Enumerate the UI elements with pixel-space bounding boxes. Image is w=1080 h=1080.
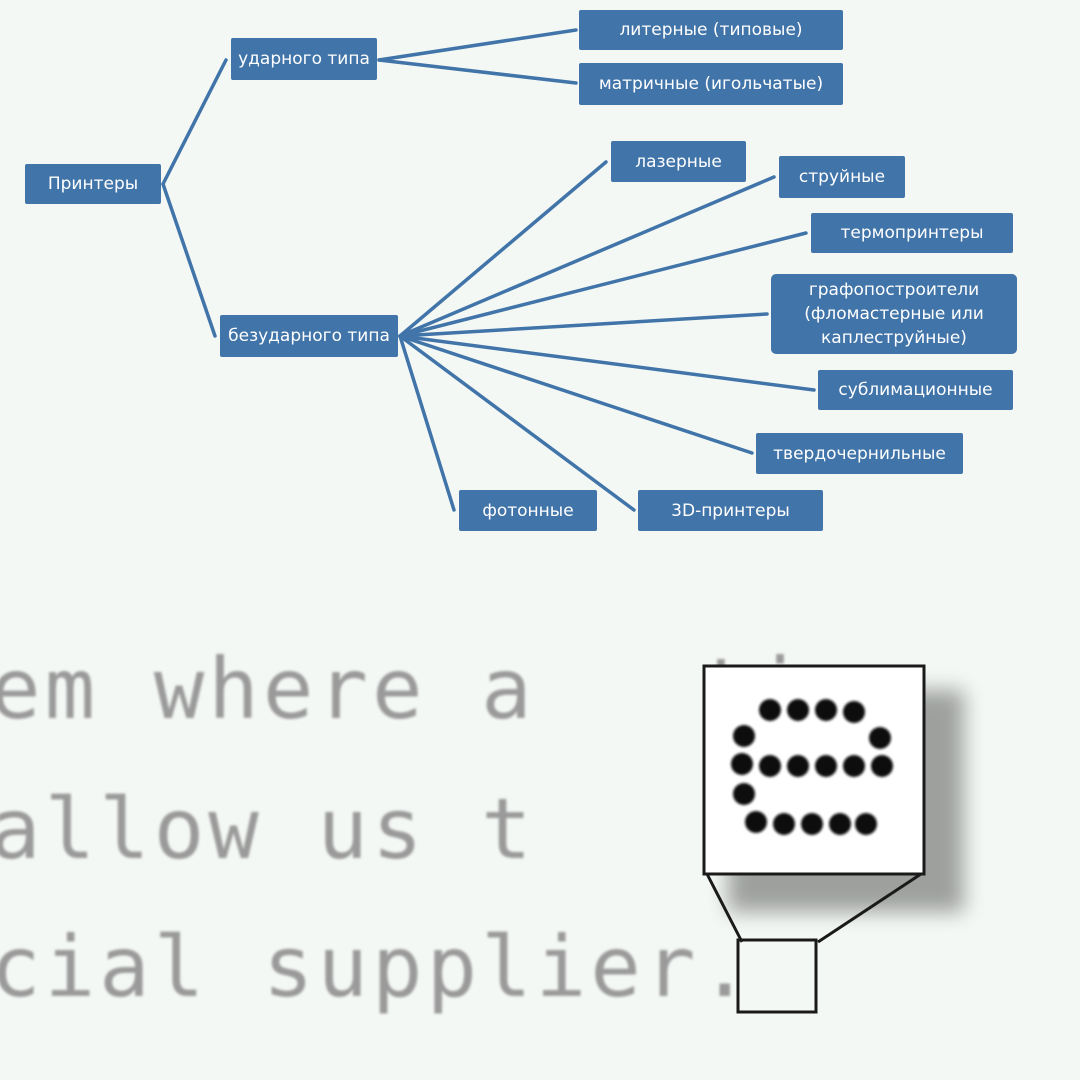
loupe-source-box — [738, 940, 816, 1012]
